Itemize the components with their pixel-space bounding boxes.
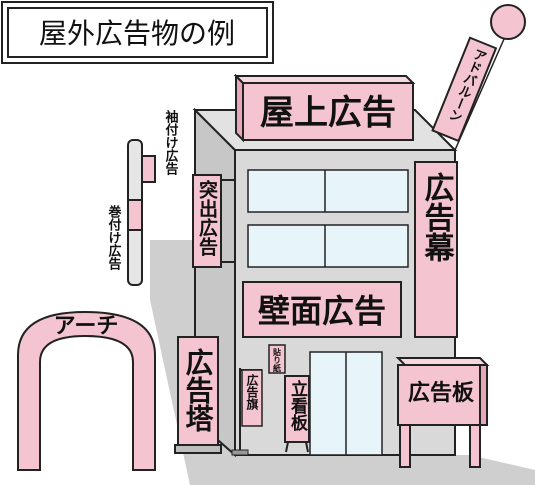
billboard-top [395, 357, 490, 366]
balloon-banner: アドバルーン [431, 36, 498, 143]
pole-side-sign-label: 袖付け広告 [163, 109, 179, 176]
ad-tower-base [174, 444, 222, 454]
billboard-leg-right [469, 424, 481, 468]
billboard-side [479, 364, 488, 426]
rooftop-sign-side [235, 73, 244, 143]
hanging-banner-label: 広告幕 [419, 172, 456, 262]
billboard-label: 広告板 [408, 380, 475, 406]
rooftop-sign-top [233, 75, 416, 84]
balloon [490, 4, 526, 40]
ad-tower-label: 広告塔 [182, 348, 215, 432]
rooftop-sign-label: 屋上広告 [260, 93, 396, 133]
pole-side-sign [141, 155, 156, 183]
projecting-sign-label: 突出広告 [196, 179, 218, 257]
flag [241, 369, 263, 427]
wall-sign [242, 281, 402, 338]
flag-base [231, 449, 249, 456]
standing-sign-label: 立看板 [287, 379, 309, 432]
pole-wrap-sign-label: 巻付け広告 [106, 204, 123, 271]
billboard [397, 364, 481, 426]
projecting-sign [192, 174, 222, 268]
page-title: 屋外広告物の例 [39, 17, 235, 50]
poster-label: 貼り紙 [273, 347, 282, 373]
ad-tower [177, 336, 219, 448]
hanging-banner [414, 161, 458, 338]
window-lower [247, 224, 409, 268]
title-box [7, 7, 268, 58]
standing-sign-leg-left [285, 441, 289, 453]
billboard-leg-left [399, 424, 411, 468]
arch [17, 310, 156, 471]
standing-sign-leg-right [305, 441, 309, 453]
window-upper [247, 169, 409, 213]
flag-label: 広告旗 [245, 373, 259, 411]
ground-shadow [150, 240, 535, 485]
wall-sign-label: 壁面広告 [258, 292, 386, 330]
standing-sign [284, 375, 310, 443]
poster [268, 344, 286, 374]
arch-label: アーチ [54, 314, 119, 339]
pole-wrap-sign [127, 199, 143, 231]
